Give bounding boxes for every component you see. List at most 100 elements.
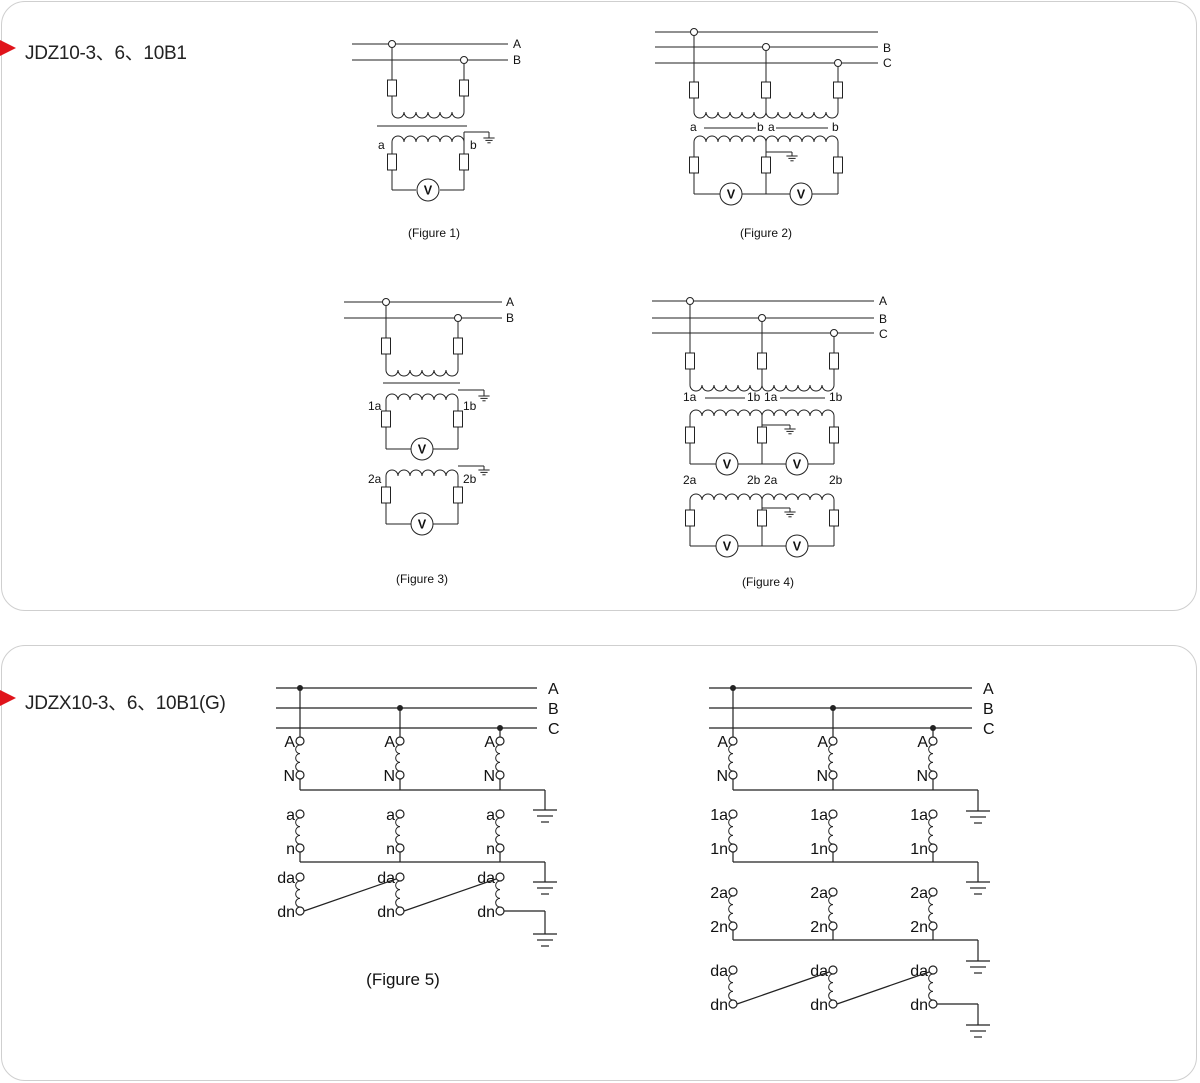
fuse [761,156,771,174]
winding-coil [495,817,501,845]
fuse [459,79,469,97]
terminal-label: N [816,768,828,785]
winding-coil [689,384,763,392]
terminal [828,843,838,853]
terminal [295,843,305,853]
terminal-label: N [483,768,495,785]
voltmeter-symbol: V [793,458,802,472]
winding-coil [693,111,767,119]
voltmeter-symbol: V [418,443,427,457]
terminal-label: 1a [810,807,828,824]
terminal [828,809,838,819]
terminal-label: da [477,870,495,887]
wire [403,878,497,912]
terminal [495,906,505,916]
terminal [295,736,305,746]
terminal [828,770,838,780]
bus-label: A [879,294,887,308]
terminal [928,887,938,897]
figure-caption: (Figure 1) [408,226,460,240]
bus-label: B [513,53,521,67]
terminal [495,872,505,882]
winding-coil [765,111,839,119]
winding-coil [728,973,734,1001]
terminal-label: 1a [683,390,697,404]
terminal-label: 1a [910,807,928,824]
terminal-label: da [277,870,295,887]
figure-caption: (Figure 2) [740,226,792,240]
winding-coil [928,895,934,923]
winding-coil [495,744,501,772]
section-title-jdz10: JDZ10-3、6、10B1 [25,43,187,64]
winding-coil [728,895,734,923]
fuse [387,79,397,97]
wire [736,971,830,1005]
terminal-label: b [470,138,477,152]
winding-coil [761,409,835,417]
red-arrow-icon [0,40,16,56]
terminal [828,921,838,931]
winding-coil [689,493,763,501]
winding-coil [395,744,401,772]
voltmeter-symbol: V [418,518,427,532]
fuse [761,81,771,99]
terminal-label: da [810,963,828,980]
bus-label: C [879,327,888,341]
fuse [459,153,469,171]
terminal-label: 1n [710,841,728,858]
terminal-label: 2n [910,919,928,936]
terminal [395,906,405,916]
winding-coil [295,880,301,908]
bus-label: A [983,681,994,698]
figure-caption: (Figure 3) [396,572,448,586]
fuse [453,486,463,504]
terminal-label: 2b [463,472,477,486]
terminal [828,736,838,746]
terminal-label: 2a [710,885,728,902]
winding-coil [728,817,734,845]
terminal [395,770,405,780]
terminal-label: a [768,120,775,134]
terminal-label: A [384,734,395,751]
winding-coil [928,973,934,1001]
terminal [728,843,738,853]
terminal-label: A [717,734,728,751]
terminal [928,809,938,819]
terminal-label: a [386,807,395,824]
terminal [728,736,738,746]
fuse [689,81,699,99]
terminal-label: dn [477,904,495,921]
terminal [928,736,938,746]
terminal-label: 2b [829,473,843,487]
terminal-label: b [832,120,839,134]
bus-label: A [548,681,559,698]
terminal [295,809,305,819]
winding-coil [761,384,835,392]
winding-coil [928,744,934,772]
terminal [928,921,938,931]
terminal-label: n [486,841,495,858]
winding-coil [295,744,301,772]
voltmeter-symbol: V [797,188,806,202]
terminal-label: 1a [764,390,778,404]
fuse [453,337,463,355]
winding-coil [395,880,401,908]
terminal [828,999,838,1009]
fuse [381,486,391,504]
terminal-label: da [910,963,928,980]
voltmeter-icon [416,178,440,202]
winding-coil [765,135,839,143]
winding-coil [828,817,834,845]
fuse [453,410,463,428]
terminal [728,770,738,780]
winding-coil [728,744,734,772]
bus-label: B [879,312,887,326]
voltmeter-symbol: V [793,540,802,554]
terminal [928,770,938,780]
winding-coil [828,973,834,1001]
terminal [395,736,405,746]
terminal-label: a [286,807,295,824]
